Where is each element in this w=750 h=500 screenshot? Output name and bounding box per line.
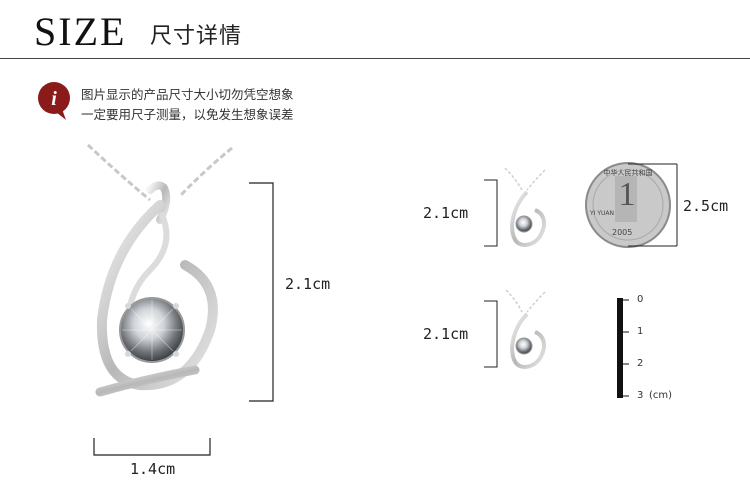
notice-line-2: 一定要用尺子测量，以免发生想象误差 — [81, 107, 294, 122]
main-height-label: 2.1cm — [285, 275, 331, 293]
title-size: SIZE — [34, 9, 127, 54]
ruler-tick-2: 2 — [637, 358, 644, 369]
ruler-unit: (cm) — [649, 390, 673, 401]
title-size-details: 尺寸详情 — [150, 24, 243, 49]
main-width-label: 1.4cm — [130, 460, 176, 478]
ruler-tick-3: 3 — [637, 390, 644, 401]
header-divider — [0, 58, 750, 59]
coin-top-text: 中华人民共和国 — [603, 169, 653, 177]
coin-denomination: 1 — [618, 176, 636, 213]
info-icon: i — [38, 82, 70, 120]
coin-unit-text: YI YUAN — [590, 210, 614, 217]
ruler-compare-pendant-label: 2.1cm — [423, 325, 469, 343]
coin-compare-pendant-label: 2.1cm — [423, 204, 469, 222]
ruler-tick-0: 0 — [637, 294, 644, 305]
notice-line-1: 图片显示的产品尺寸大小切勿凭空想象 — [81, 87, 294, 102]
coin-year: 2005 — [612, 228, 633, 237]
ruler-tick-1: 1 — [637, 326, 644, 337]
svg-text:i: i — [51, 88, 57, 110]
coin-size-label: 2.5cm — [683, 197, 729, 215]
